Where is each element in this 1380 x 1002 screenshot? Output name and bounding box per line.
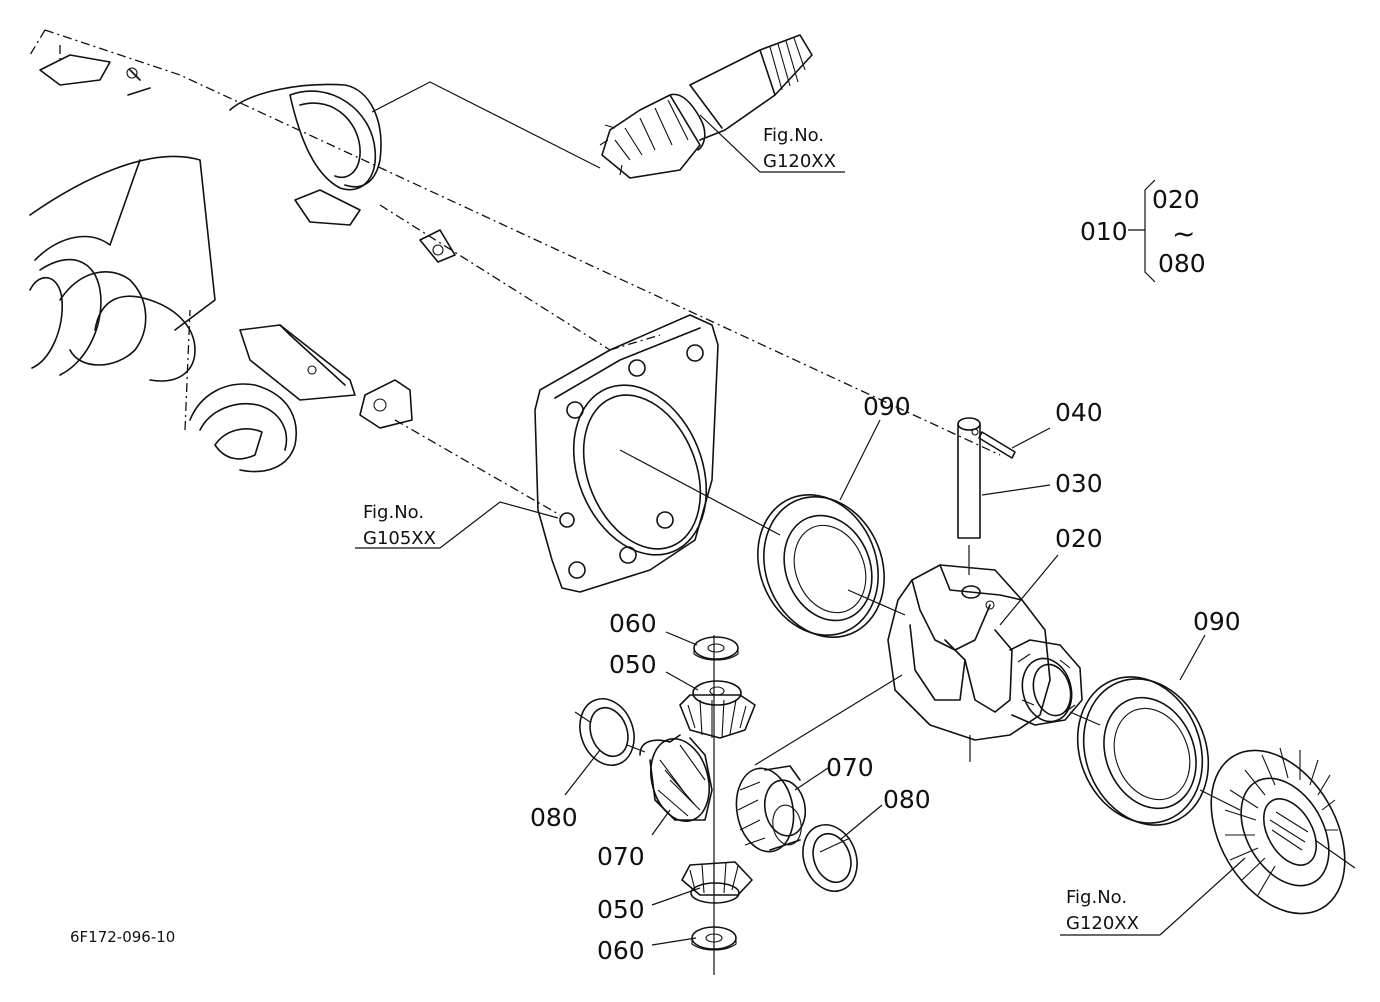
callout-differential-case: 020 [1055,524,1103,553]
figure-reference-top: Fig.No. G120XX [763,125,836,172]
assembly-bracket [1128,179,1156,283]
assembly-label: 010 020 ~ 080 [1080,185,1206,278]
bevel-pinion-050-top [679,680,756,739]
callout-thrust-washer-left: 080 [530,803,578,832]
assembly-range-start: 020 [1152,185,1200,214]
housing-flange [534,314,719,593]
callout-pinion-bottom: 050 [597,895,645,924]
reference-line1: Fig.No. [1066,887,1127,908]
reference-line2: G120XX [763,151,836,172]
callout-leaders [355,81,1246,946]
ball-bearing-right [1076,676,1210,826]
callout-bearing-right: 090 [1193,607,1241,636]
callout-pinion-top: 050 [609,650,657,679]
reference-line2: G120XX [1066,913,1139,934]
assembly-axis-lines [574,449,1241,975]
bevel-pinion-shaft [599,34,813,179]
figure-reference-bottom: Fig.No. G120XX [1066,887,1139,934]
differential-case [887,564,1083,762]
drawing-code: 6F172-096-10 [70,928,175,946]
assembly-number: 010 [1080,217,1128,246]
side-gear-070-left [639,734,713,823]
callout-thrust-washer-right: 080 [883,785,931,814]
part-callouts: 090 040 030 020 090 060 050 080 070 070 … [530,392,1241,965]
axle-housing [29,29,1001,516]
bevel-pinion-050-bottom [681,861,753,904]
assembly-range-end: 080 [1158,249,1206,278]
crown-gear [1210,747,1356,915]
callout-bearing-left: 090 [863,392,911,421]
callout-side-gear-right: 070 [826,753,874,782]
callout-side-gear-left: 070 [597,842,645,871]
ball-bearing-left [757,493,885,639]
callout-washer-top: 060 [609,609,657,638]
thrust-washer-080-left [579,698,635,766]
spring-pin [978,431,1016,459]
pinion-shaft [957,417,981,575]
reference-line1: Fig.No. [763,125,824,146]
figure-reference-left: Fig.No. G105XX [363,502,436,549]
reference-line2: G105XX [363,528,436,549]
callout-pinion-shaft: 030 [1055,469,1103,498]
thrust-washer-080-right [802,824,858,892]
washer-060-top [693,636,739,661]
reference-line1: Fig.No. [363,502,424,523]
callout-spring-pin: 040 [1055,398,1103,427]
callout-washer-bottom: 060 [597,936,645,965]
assembly-range-symbol: ~ [1172,217,1195,250]
side-gear-070-right [735,765,807,853]
